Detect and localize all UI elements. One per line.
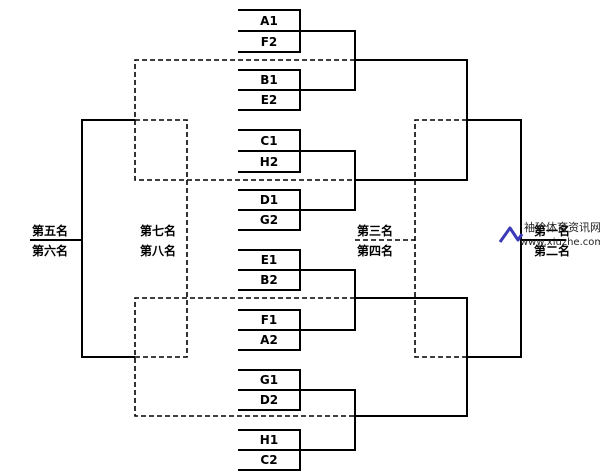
team-b2: B2 <box>260 273 278 287</box>
team-d1: D1 <box>260 193 278 207</box>
team-f2: F2 <box>261 35 278 49</box>
team-g2: G2 <box>260 213 278 227</box>
team-d2: D2 <box>260 393 278 407</box>
watermark-site-name: 袖珍体育资讯网 <box>524 220 600 234</box>
place-third-label: 第三名 <box>357 223 393 238</box>
place-sixth-label: 第六名 <box>32 243 68 258</box>
site-logo-icon <box>498 226 524 243</box>
site-watermark: 袖珍体育资讯网 www.xiuzhe.com <box>498 220 600 248</box>
team-e1: E1 <box>261 253 278 267</box>
place-fifth-label: 第五名 <box>32 223 68 238</box>
place-seventh-label: 第七名 <box>140 223 176 238</box>
quarterfinal-connectors <box>300 30 356 451</box>
team-h1: H1 <box>260 433 278 447</box>
place-labels: 第五名 第六名 第七名 第八名 第三名 第四名 第一名 第二名 <box>32 223 570 258</box>
third-place-dashed-lines <box>355 119 467 358</box>
place-first-label: 第一名 <box>534 223 570 238</box>
team-c1: C1 <box>260 134 277 148</box>
team-b1: B1 <box>260 73 278 87</box>
team-h2: H2 <box>260 155 278 169</box>
watermark-site-url: www.xiuzhe.com <box>520 237 600 248</box>
team-f1: F1 <box>261 313 278 327</box>
place-second-label: 第二名 <box>534 243 570 258</box>
semifinal-connectors <box>355 59 468 417</box>
place-eighth-label: 第八名 <box>140 243 176 258</box>
team-labels: A1 F2 B1 E2 C1 H2 D1 G2 E1 B2 F1 A2 G1 D… <box>260 14 278 467</box>
classification-dashed-lines <box>134 59 355 417</box>
place-fourth-label: 第四名 <box>357 243 393 258</box>
team-a1: A1 <box>260 14 278 28</box>
team-a2: A2 <box>260 333 278 347</box>
fifth-place-lines <box>30 119 135 358</box>
final-connector <box>467 119 566 358</box>
team-c2: C2 <box>260 453 277 467</box>
team-e2: E2 <box>261 93 278 107</box>
team-g1: G1 <box>260 373 278 387</box>
